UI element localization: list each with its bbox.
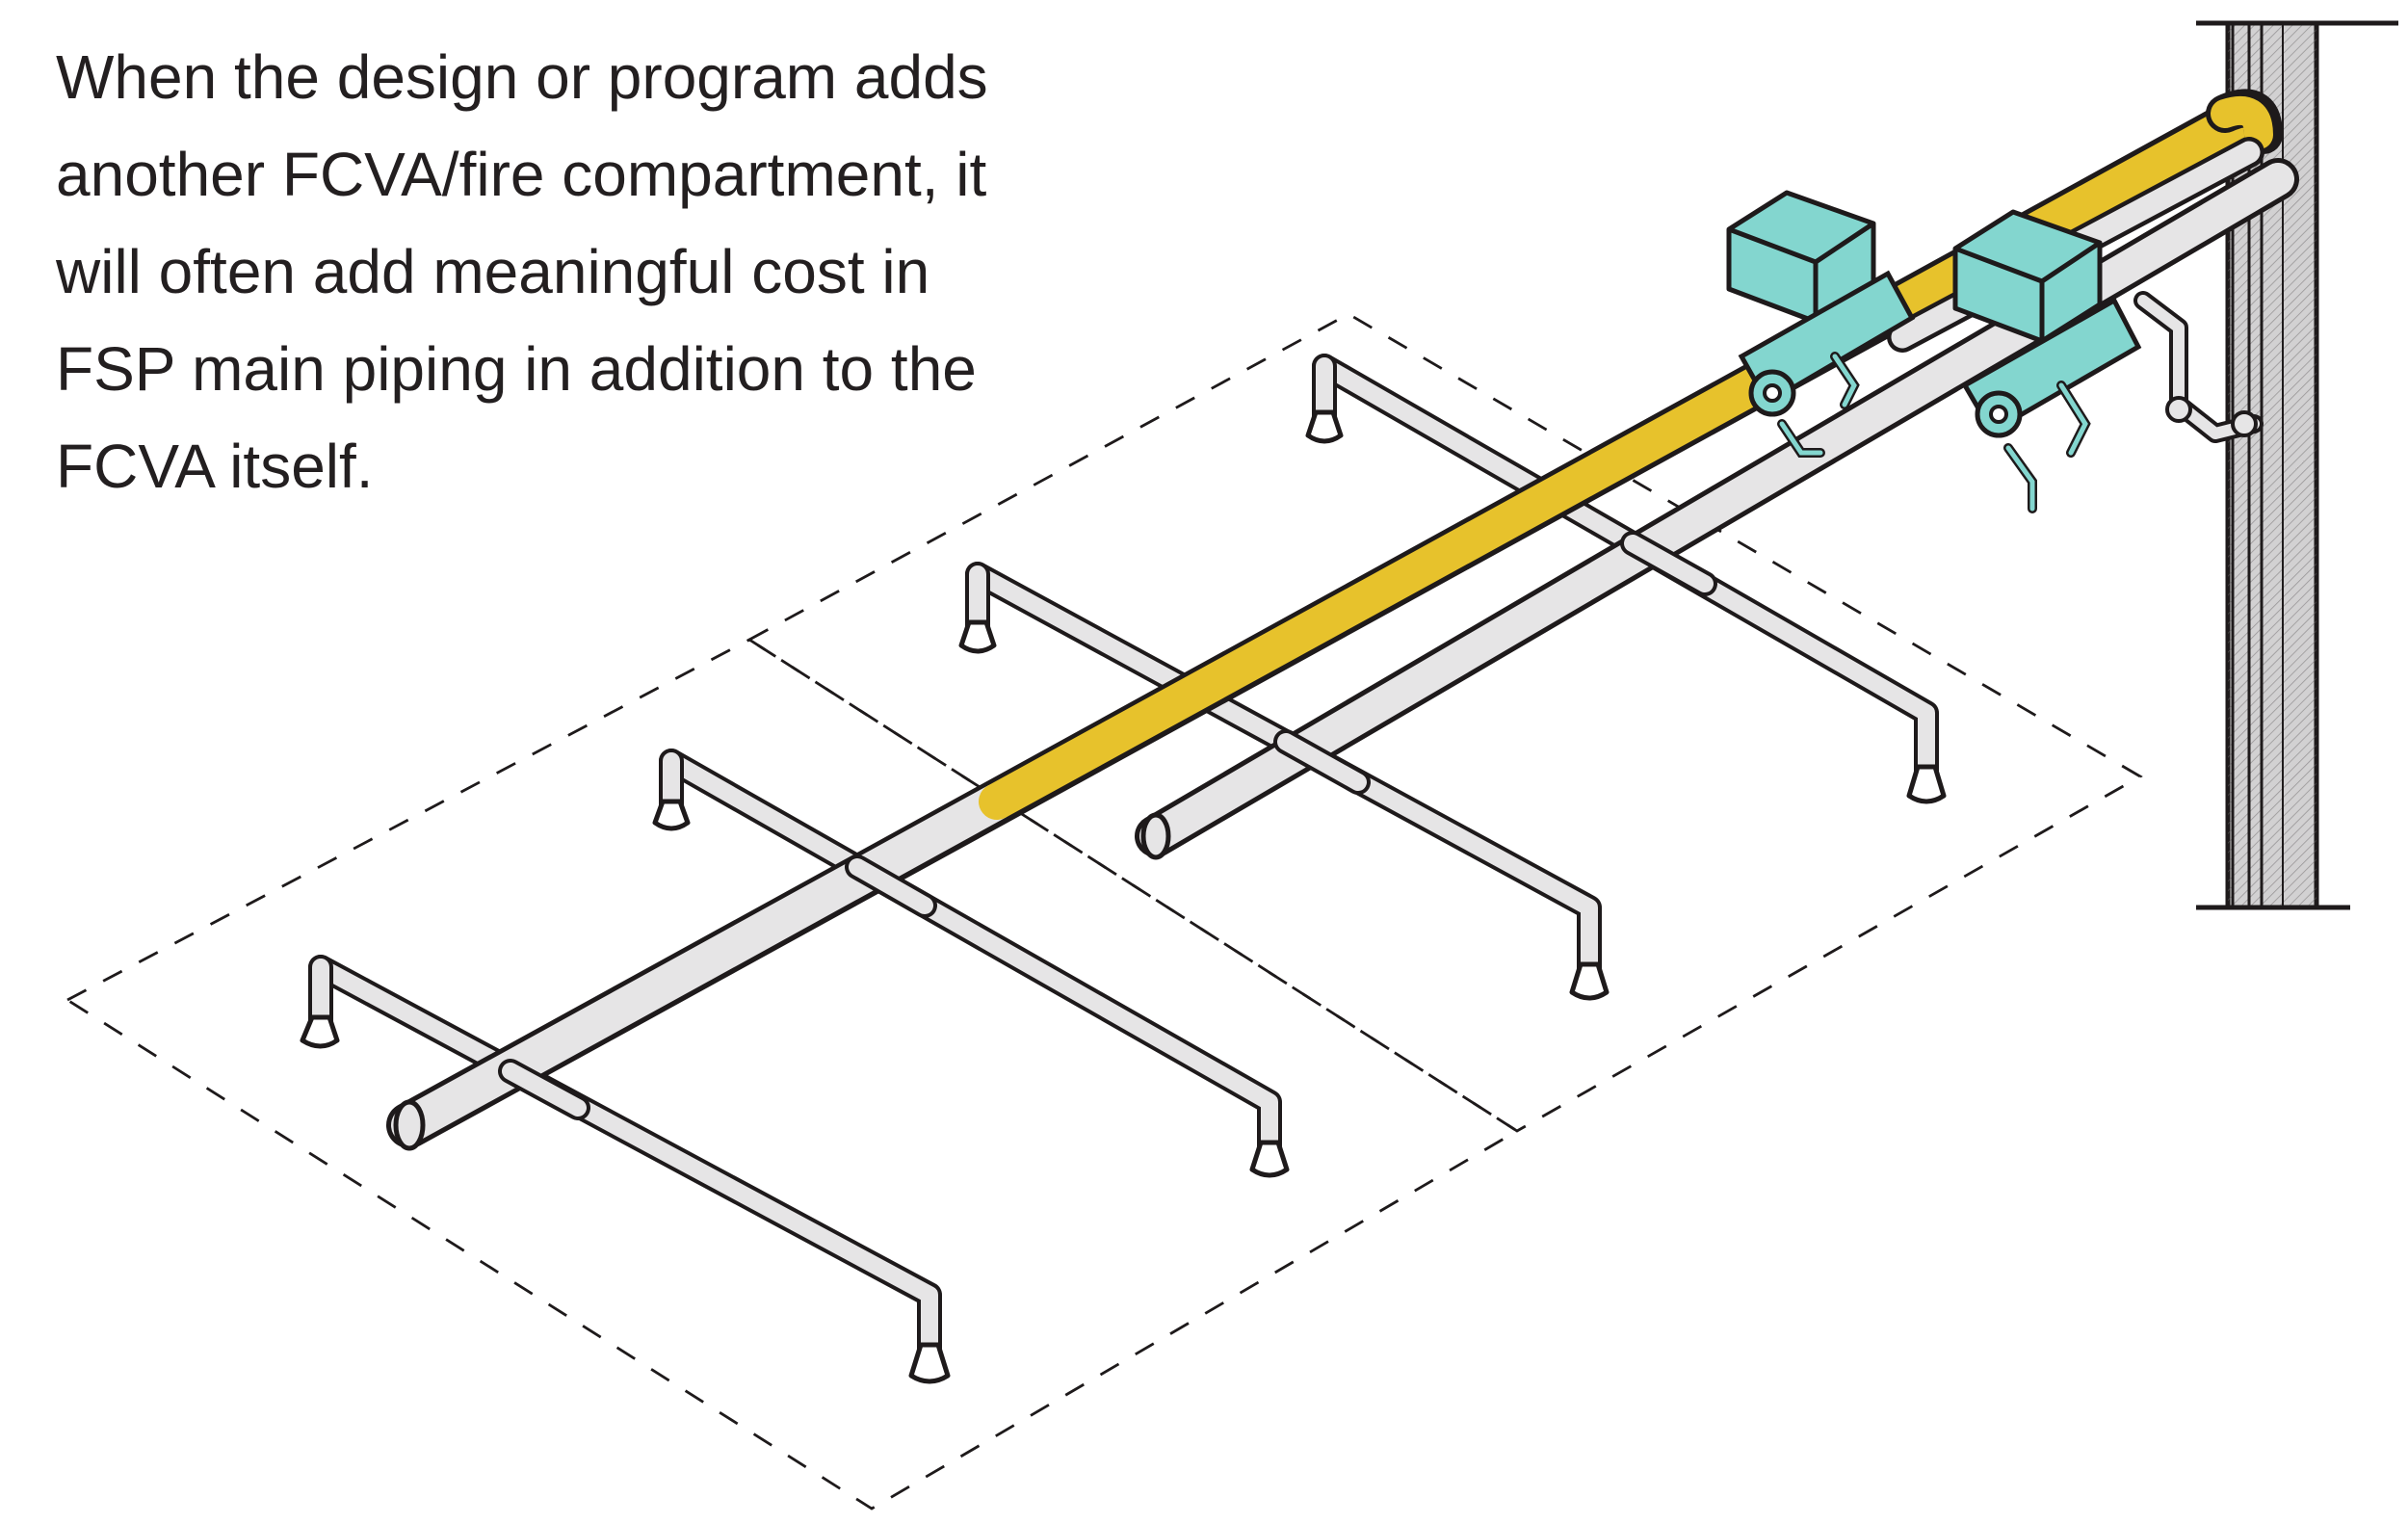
sprinkler-head-icon [958, 619, 997, 654]
branch-tee-connections [498, 531, 1717, 1120]
sprinkler-head-icon [1249, 1140, 1290, 1178]
caption-line: will often add meaningful cost in [56, 237, 930, 306]
fire-compartment-boundary-2 [746, 312, 2143, 1133]
fcva-valve-1 [1726, 190, 1916, 458]
caption-line: FCVA itself. [56, 432, 374, 501]
sprinkler-heads [300, 409, 1947, 1384]
branch-lines-compartment-1 [308, 749, 1282, 1361]
valve-actuator-icon [1952, 209, 2103, 344]
added-main-pipe-run [979, 98, 2263, 820]
fire-compartment-boundaries [65, 312, 2143, 1511]
caption-text: When the design or program adds another … [56, 29, 1144, 515]
caption-line: another FCVA/fire compartment, it [56, 140, 987, 209]
sprinkler-head-icon [1906, 764, 1947, 804]
sprinkler-head-icon [908, 1342, 951, 1384]
sprinkler-head-icon [1569, 961, 1610, 1001]
branch-line [1312, 354, 1939, 783]
sprinkler-head-icon [300, 1014, 340, 1049]
sprinkler-head-icon [1305, 409, 1344, 444]
sprinkler-head-icon [652, 799, 691, 831]
caption-line: FSP main piping in addition to the [56, 334, 977, 404]
caption-line: When the design or program adds [56, 42, 988, 112]
fcva-valve-2 [1952, 209, 2142, 513]
drain-trim-piping [2133, 291, 2264, 443]
